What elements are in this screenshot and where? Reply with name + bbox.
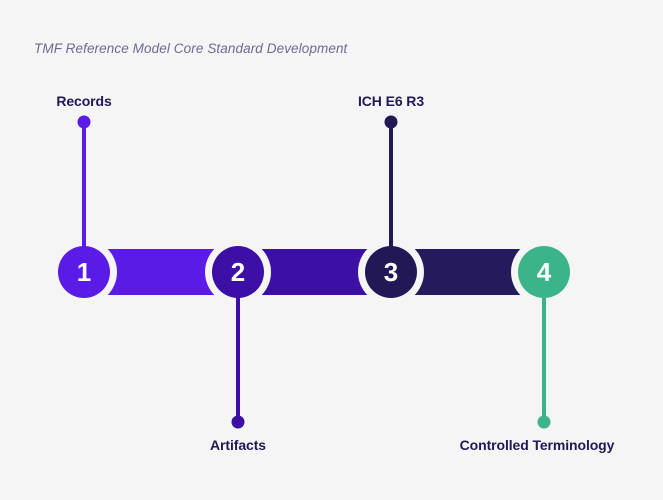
chart-title: TMF Reference Model Core Standard Develo… bbox=[34, 41, 348, 56]
milestone-number-2: 2 bbox=[231, 257, 245, 287]
milestone-circle-4[interactable] bbox=[518, 246, 570, 298]
milestone-circle-3[interactable] bbox=[365, 246, 417, 298]
milestone-label-artifacts: Artifacts bbox=[210, 437, 266, 453]
connector-dot-step-1 bbox=[77, 115, 91, 129]
connector-dot-step-3 bbox=[384, 115, 398, 129]
process-bar-group bbox=[84, 249, 544, 295]
milestone-number-group: 1 2 3 4 bbox=[77, 257, 552, 287]
milestone-label-ich-e6-r3: ICH E6 R3 bbox=[357, 93, 425, 109]
milestone-circle-1[interactable] bbox=[58, 246, 110, 298]
milestone-label-controlled-terminology: Controlled Terminology bbox=[459, 437, 615, 453]
milestone-circle-2[interactable] bbox=[212, 246, 264, 298]
milestone-number-3: 3 bbox=[384, 257, 398, 287]
milestone-circle-group bbox=[58, 246, 570, 298]
connector-dot-step-2 bbox=[231, 415, 245, 429]
milestone-number-4: 4 bbox=[537, 257, 552, 287]
milestone-label-records: Records bbox=[56, 93, 112, 109]
connector-dot-step-4 bbox=[537, 415, 551, 429]
milestone-number-1: 1 bbox=[77, 257, 91, 287]
